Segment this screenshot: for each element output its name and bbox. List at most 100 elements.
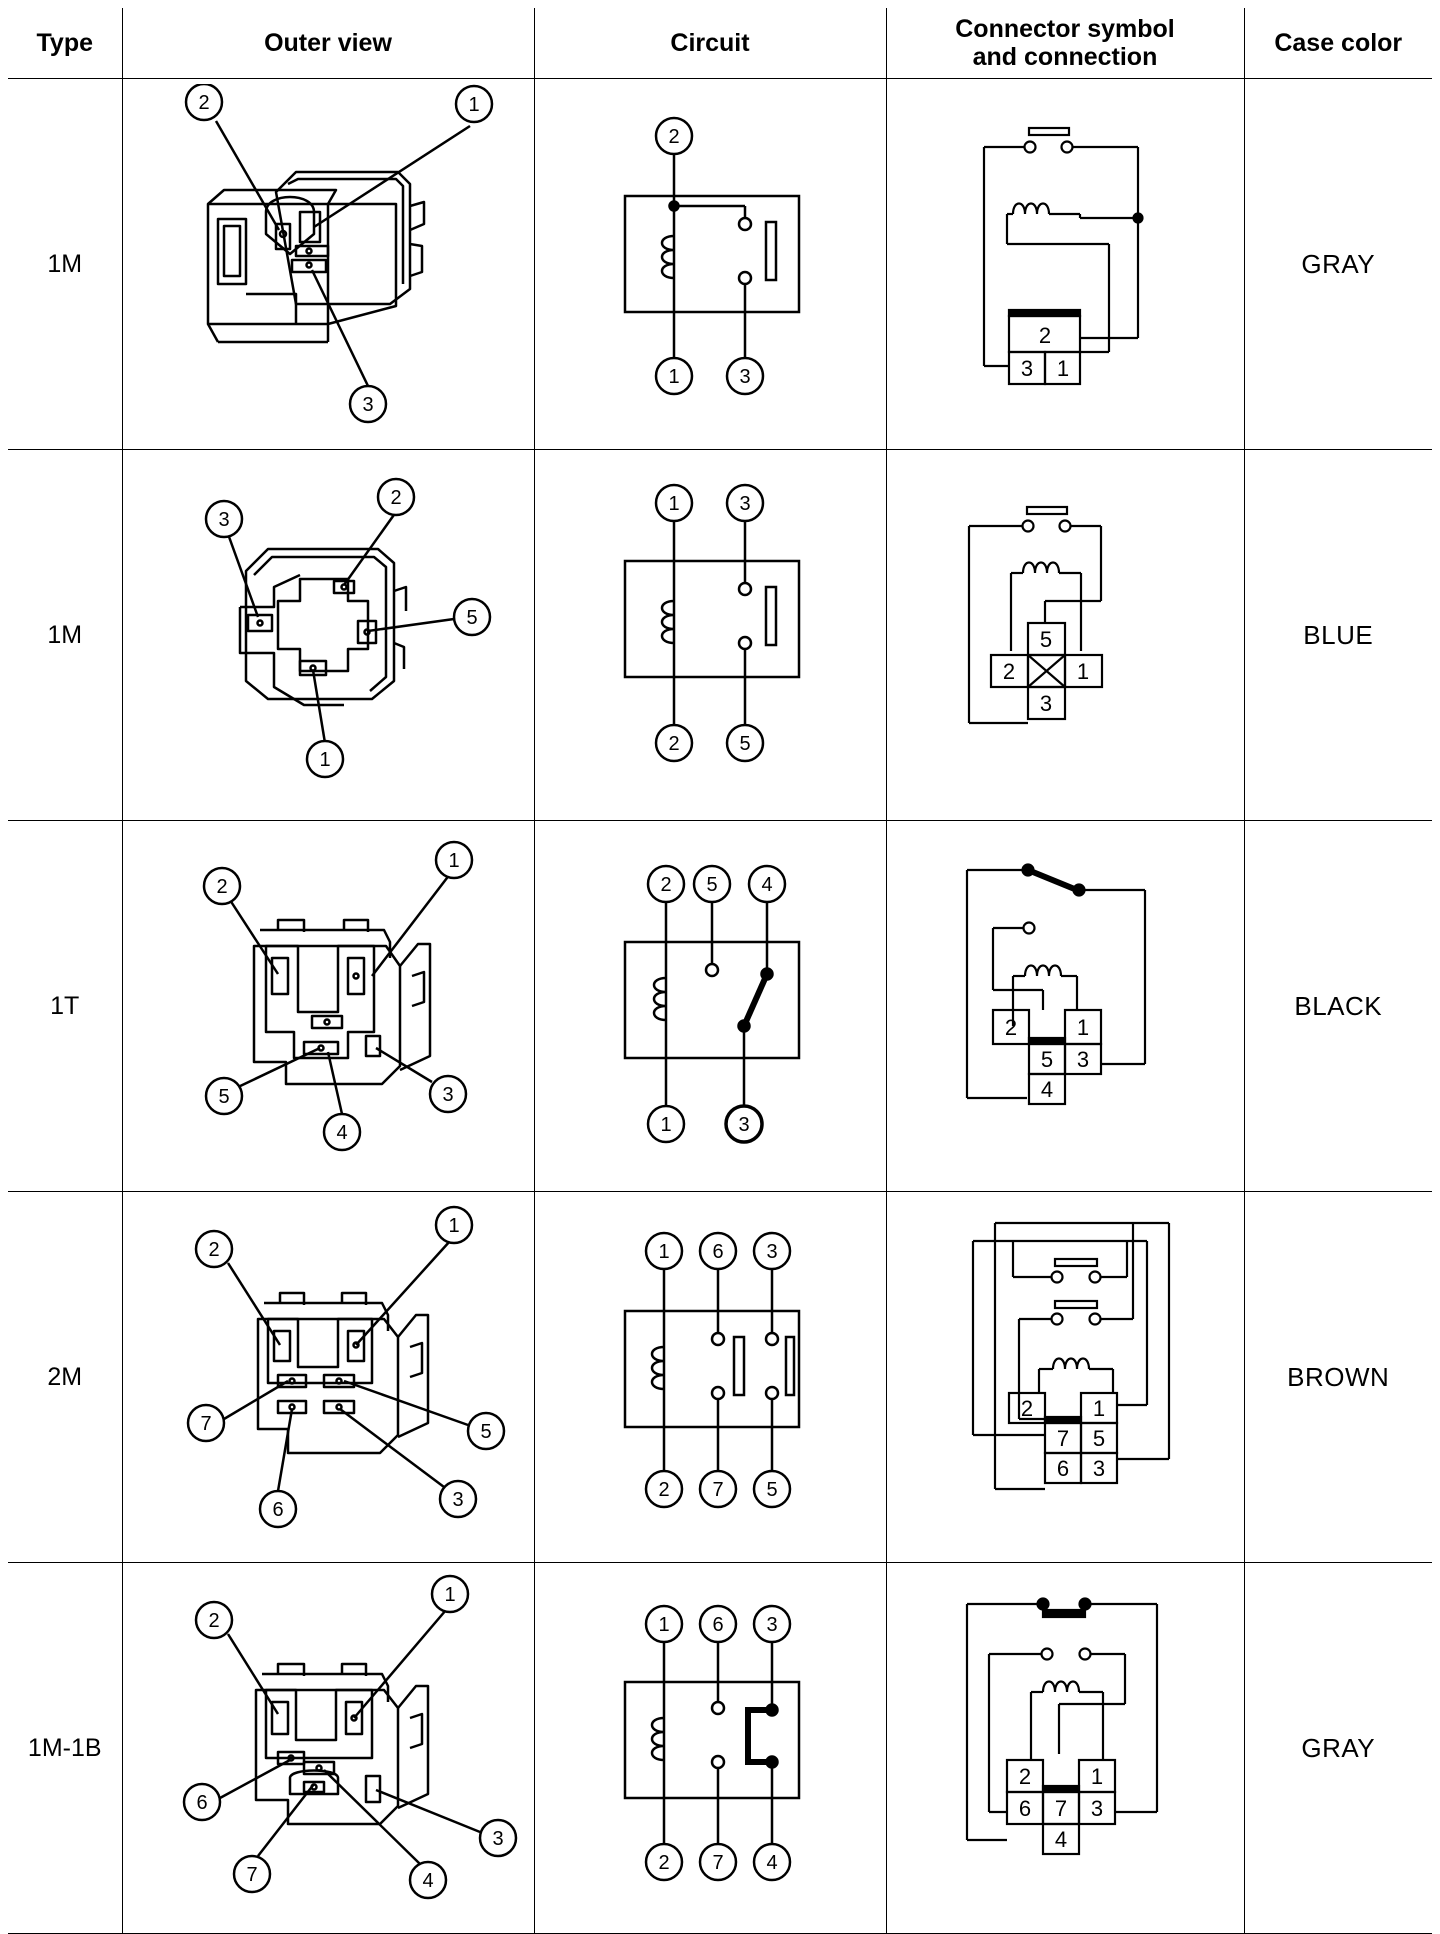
- outer-view-cell: 2 1 6 3 7 4: [121, 1562, 535, 1934]
- circuit-terminal-label: 4: [761, 874, 772, 896]
- circuit-terminal-label: 2: [658, 1479, 669, 1501]
- case-color-cell: BLUE: [1243, 449, 1432, 821]
- case-color-cell: BLACK: [1243, 820, 1432, 1192]
- connector-terminal-label: 6: [1057, 1456, 1069, 1481]
- outer-label: 5: [480, 1421, 491, 1443]
- type-cell: 1T: [8, 820, 123, 1192]
- connector-terminal-label: 3: [1040, 691, 1052, 716]
- outer-label: 3: [442, 1084, 453, 1106]
- connector-symbol: 2 3 1: [982, 126, 1144, 386]
- circuit-cell: 2 5 4 1 3: [533, 820, 887, 1192]
- connector-terminal-label: 5: [1093, 1426, 1105, 1451]
- circuit-diagram: 1 6 3 2 7 5: [623, 1231, 801, 1509]
- circuit-terminal-label: 5: [766, 1479, 777, 1501]
- case-color-cell: BROWN: [1243, 1191, 1432, 1563]
- outer-view-cell: 1 2 5 4 3: [121, 820, 535, 1192]
- outer-label: 4: [422, 1870, 433, 1892]
- outer-label: 3: [492, 1828, 503, 1850]
- connector-cell: 2 3 1: [885, 78, 1245, 450]
- circuit-terminal-label: 1: [658, 1241, 669, 1263]
- circuit-terminal-label: 3: [738, 1114, 749, 1136]
- circuit-terminal-label: 4: [766, 1852, 777, 1874]
- circuit-cell: 1 6 3 2 7 5: [533, 1191, 887, 1563]
- circuit-terminal-label: 1: [660, 1114, 671, 1136]
- connector-terminal-label: 3: [1077, 1047, 1089, 1072]
- connector-terminal-label: 7: [1055, 1796, 1067, 1821]
- circuit-terminal-label: 2: [668, 733, 679, 755]
- table-row: 1T: [8, 820, 1432, 1192]
- circuit-terminal-label: 2: [658, 1852, 669, 1874]
- circuit-diagram: 2 5 4 1 3: [623, 864, 801, 1144]
- outer-label: 3: [362, 394, 373, 416]
- outer-label: 5: [466, 607, 477, 629]
- header-connector-line2: and connection: [972, 43, 1158, 71]
- circuit-terminal-label: 3: [739, 493, 750, 515]
- connector-terminal-label: 5: [1041, 1047, 1053, 1072]
- outer-label: 1: [319, 749, 330, 771]
- circuit-terminal-label: 2: [660, 874, 671, 896]
- table-row: 1M: [8, 449, 1432, 821]
- case-color-cell: GRAY: [1243, 1562, 1432, 1934]
- circuit-terminal-label: 7: [712, 1479, 723, 1501]
- connector-terminal-label: 3: [1093, 1456, 1105, 1481]
- circuit-terminal-label: 5: [739, 733, 750, 755]
- connector-terminal-label: 2: [1039, 323, 1051, 348]
- connector-terminal-label: 1: [1077, 659, 1089, 684]
- outer-label: 1: [448, 1215, 459, 1237]
- circuit-terminal-label: 5: [706, 874, 717, 896]
- circuit-terminal-label: 2: [668, 126, 679, 148]
- table-row: 1M: [8, 78, 1432, 450]
- connector-terminal-label: 1: [1091, 1764, 1103, 1789]
- outer-label: 3: [218, 509, 229, 531]
- case-color-cell: GRAY: [1243, 78, 1432, 450]
- connector-terminal-label: 1: [1093, 1396, 1105, 1421]
- circuit-terminal-label: 3: [766, 1241, 777, 1263]
- outer-label: 4: [336, 1122, 347, 1144]
- connector-terminal-label: 2: [1003, 659, 1015, 684]
- connector-terminal-label: 2: [1005, 1015, 1017, 1040]
- header-type: Type: [8, 8, 123, 79]
- circuit-terminal-label: 6: [712, 1614, 723, 1636]
- outer-label: 5: [218, 1086, 229, 1108]
- outer-view-cell: 2 1 7 5 6 3: [121, 1191, 535, 1563]
- relay-types-table: Type Outer view Circuit Connector symbol…: [8, 8, 1432, 1934]
- outer-label: 3: [452, 1489, 463, 1511]
- outer-label: 2: [198, 92, 209, 114]
- connector-terminal-label: 7: [1057, 1426, 1069, 1451]
- connector-terminal-label: 5: [1040, 627, 1052, 652]
- outer-label: 6: [196, 1792, 207, 1814]
- relay-reference-page: Type Outer view Circuit Connector symbol…: [8, 8, 1432, 1934]
- outer-label: 7: [200, 1413, 211, 1435]
- circuit-cell: 2 1 3: [533, 78, 887, 450]
- header-case-color: Case color: [1243, 8, 1432, 79]
- table-header-row: Type Outer view Circuit Connector symbol…: [8, 8, 1432, 79]
- outer-label: 2: [208, 1239, 219, 1261]
- circuit-terminal-label: 7: [712, 1852, 723, 1874]
- table-row: 1M-1B: [8, 1562, 1432, 1934]
- header-circuit: Circuit: [533, 8, 887, 79]
- connector-cell: 2 1 6 7 3 4: [885, 1562, 1245, 1934]
- type-cell: 2M: [8, 1191, 123, 1563]
- outer-label: 2: [208, 1610, 219, 1632]
- outer-label: 2: [390, 487, 401, 509]
- outer-view-illustration: 2 3 5 1: [204, 477, 492, 779]
- table-row: 2M: [8, 1191, 1432, 1563]
- connector-terminal-label: 1: [1077, 1015, 1089, 1040]
- connector-symbol: 2 1 5 3 4: [965, 863, 1147, 1106]
- header-outer-view: Outer view: [121, 8, 535, 79]
- type-cell: 1M: [8, 78, 123, 450]
- circuit-terminal-label: 3: [739, 366, 750, 388]
- connector-cell: 2 1 7 5 6 3: [885, 1191, 1245, 1563]
- outer-label: 1: [444, 1584, 455, 1606]
- circuit-terminal-label: 1: [668, 493, 679, 515]
- header-connector-line1: Connector symbol: [955, 15, 1175, 43]
- circuit-cell: 1 6 3 2 7 4: [533, 1562, 887, 1934]
- connector-terminal-label: 3: [1091, 1796, 1103, 1821]
- outer-label: 1: [468, 94, 479, 116]
- outer-label: 7: [246, 1864, 257, 1886]
- connector-symbol: 2 1 6 7 3 4: [965, 1597, 1159, 1856]
- circuit-diagram: 2 1 3: [623, 116, 801, 396]
- outer-view-illustration: 2 1 7 5 6 3: [186, 1205, 506, 1529]
- connector-terminal-label: 3: [1021, 356, 1033, 381]
